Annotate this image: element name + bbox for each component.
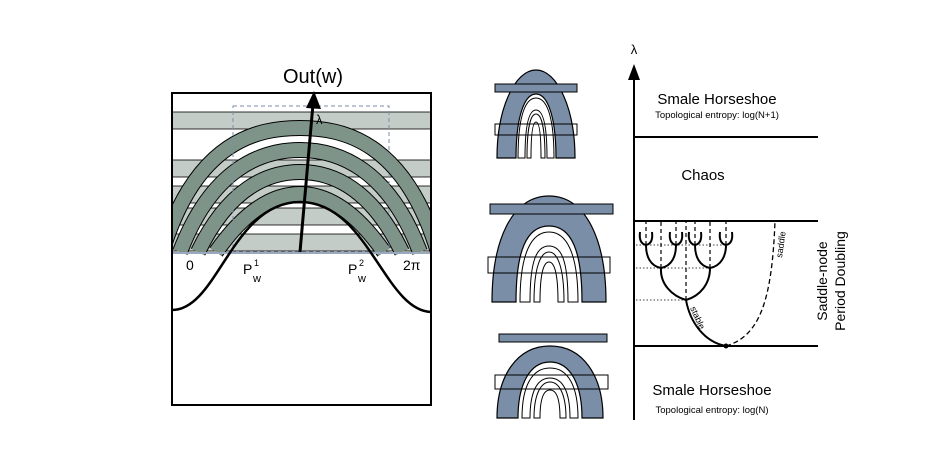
side-label-period-doubling: Period Doubling (832, 231, 848, 331)
period-doubling-tree (638, 231, 734, 301)
saddle-node-point (723, 343, 729, 349)
horseshoe-bottom-white-inner (533, 381, 567, 419)
p2-sub: w (357, 273, 366, 285)
p2-label: P (348, 261, 357, 277)
arch-outer-fill (172, 120, 431, 254)
lambda-axis-arrow (628, 64, 640, 80)
arch-inner-fill (210, 186, 390, 257)
horseshoe-top-box (494, 123, 578, 136)
left-panel-content (172, 105, 431, 314)
stable-branch (685, 299, 727, 347)
lambda-arrow-head (306, 91, 321, 109)
horseshoe-top-bar (494, 83, 578, 93)
lambda-arrow-line (298, 103, 315, 253)
lambda-axis-label: λ (631, 42, 638, 57)
p1-sub: w (252, 273, 261, 285)
tick-zero-label: 0 (186, 257, 194, 273)
out-w-title: Out(w) (283, 66, 343, 88)
return-map-curve (172, 200, 431, 314)
horseshoe-stage-middle (487, 195, 614, 303)
bottom-region-entropy: Topological entropy: log(N) (655, 405, 768, 416)
middle-region-title: Chaos (681, 167, 724, 184)
saddle-branch-label: saddle (774, 231, 788, 259)
horseshoe-middle-white-inner (533, 251, 565, 303)
unstable-branches (645, 221, 727, 300)
left-panel: Out(w) λ 0 2π P 1 w P 2 w (171, 66, 432, 406)
right-panel: λ Smale Horseshoe Topological entropy: l… (628, 42, 848, 420)
horseshoe-stage-top (494, 69, 578, 159)
left-frame (171, 92, 432, 406)
horseshoe-bottom-band (496, 345, 604, 419)
arch-second-fill (173, 142, 427, 255)
top-region-entropy: Topological entropy: log(N+1) (655, 110, 779, 121)
arch-third-fill (191, 164, 409, 256)
bottom-region-title: Smale Horseshoe (652, 382, 771, 399)
horseshoe-top-white-outer (517, 97, 555, 159)
horseshoe-bottom-box (494, 374, 609, 390)
top-region-title: Smale Horseshoe (657, 91, 776, 108)
saddle-branch (725, 220, 776, 347)
horseshoe-bottom-white-outer (521, 367, 579, 419)
horseshoe-middle-bar (489, 203, 614, 215)
tick-two-pi-label: 2π (403, 257, 421, 273)
horseshoe-stage-bottom (494, 333, 609, 419)
p2-sup: 2 (359, 258, 364, 268)
horseshoe-bottom-bar (498, 333, 608, 343)
horseshoe-top-white-inner (526, 113, 546, 159)
horseshoe-middle-white-outer (519, 231, 579, 303)
p1-sup: 1 (254, 258, 259, 268)
side-label-saddle-node: Saddle-node (814, 241, 830, 321)
lambda-arrow-label: λ (316, 112, 323, 127)
level-guides (636, 244, 726, 301)
p1-label: P (243, 261, 252, 277)
horseshoe-middle-box (487, 256, 611, 274)
